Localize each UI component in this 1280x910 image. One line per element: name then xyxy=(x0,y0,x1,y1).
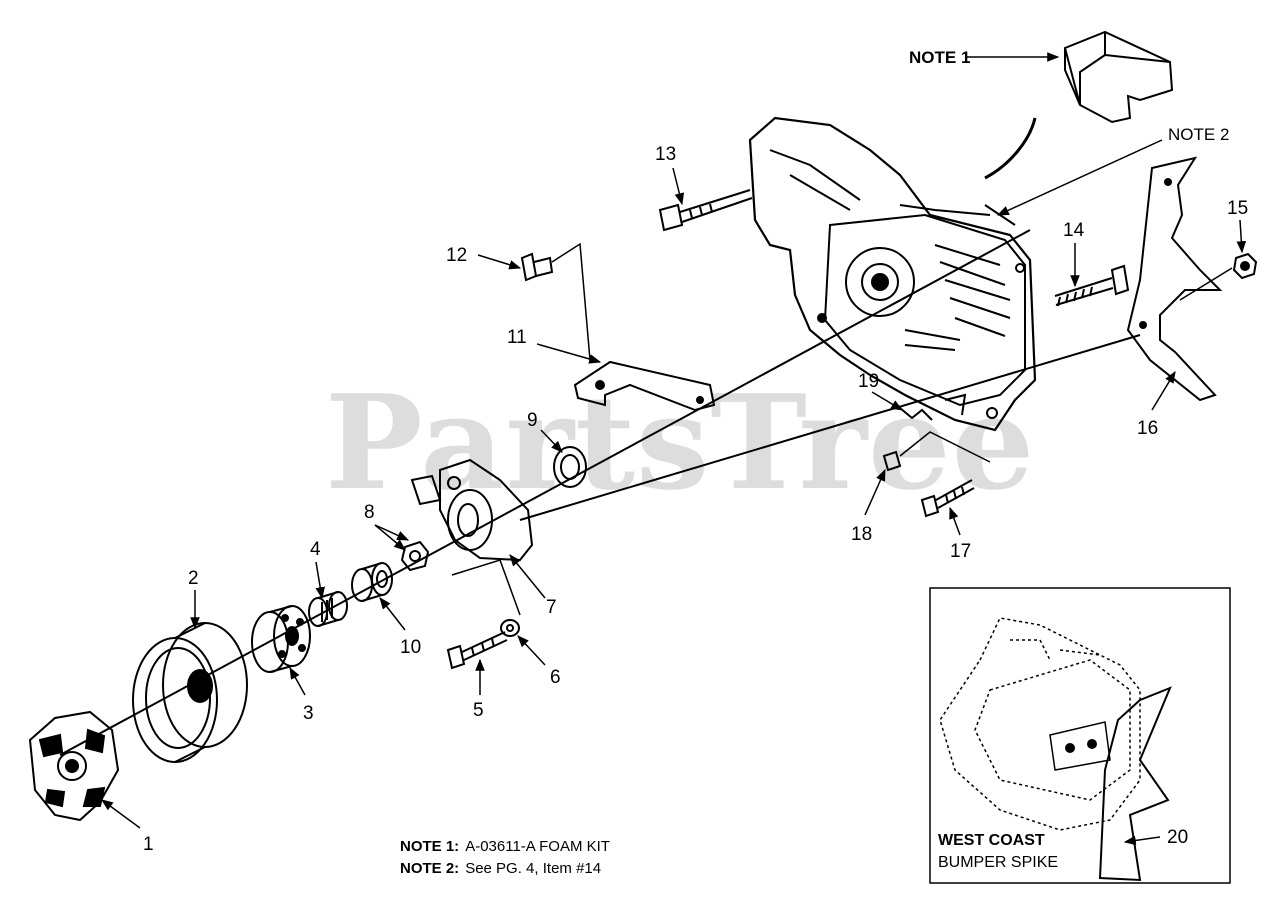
part3-arrow xyxy=(289,666,306,696)
spring-part-19 xyxy=(899,407,933,421)
note-2-line: NOTE 2: See PG. 4, Item #14 xyxy=(400,858,610,880)
part11-label: 11 xyxy=(507,327,527,348)
part9-label: 9 xyxy=(527,410,538,431)
part-7-leader-bracket xyxy=(451,559,521,616)
part16-arrow xyxy=(1151,370,1176,411)
part10-label: 10 xyxy=(400,637,421,658)
part4-arrow xyxy=(315,561,325,600)
part13-arrow xyxy=(672,167,685,206)
part17-label: 17 xyxy=(950,541,971,562)
screw-12-leader xyxy=(551,242,591,361)
part2-label: 2 xyxy=(188,568,199,589)
part8-label: 8 xyxy=(364,502,375,523)
inset-housing-drawing xyxy=(939,617,1141,831)
part8-arrow-a xyxy=(374,524,406,551)
part19-arrow xyxy=(871,391,904,411)
bushing-part-10 xyxy=(351,562,393,602)
part5-label: 5 xyxy=(473,700,484,721)
part15-arrow xyxy=(1236,219,1247,254)
part7-label: 7 xyxy=(546,597,557,618)
part3-label: 3 xyxy=(303,703,314,724)
part10-arrow xyxy=(379,597,406,631)
part7-arrow xyxy=(509,554,546,599)
note-1-line: NOTE 1: A-03611-A FOAM KIT xyxy=(400,836,610,858)
part18-label: 18 xyxy=(851,524,872,545)
note1-label: NOTE 1 xyxy=(909,48,970,67)
part17-arrow xyxy=(949,506,961,536)
part1-label: 1 xyxy=(143,834,154,855)
screw-part-12 xyxy=(520,252,554,282)
part4-label: 4 xyxy=(310,539,321,560)
note2-arrow xyxy=(996,139,1163,216)
sprocket-part-3 xyxy=(251,605,311,673)
part6-arrow xyxy=(517,635,546,666)
note2-label: NOTE 2 xyxy=(1168,125,1229,144)
part6-label: 6 xyxy=(550,667,561,688)
ring-part-9 xyxy=(553,446,587,488)
part13-label: 13 xyxy=(655,144,676,165)
part14-label: 14 xyxy=(1063,220,1085,241)
note-1-text: A-03611-A FOAM KIT xyxy=(465,838,610,855)
inset-hole-a xyxy=(1065,743,1075,753)
part15-label: 15 xyxy=(1227,198,1248,219)
lower-axis-line xyxy=(519,334,1141,521)
washer-part-6 xyxy=(500,619,520,637)
nut-part-15 xyxy=(1232,252,1258,280)
part12-arrow xyxy=(477,254,522,270)
inset-box xyxy=(929,587,1231,884)
part12-label: 12 xyxy=(446,245,467,266)
inset-bumper-spike xyxy=(1098,686,1172,882)
nut-15-leader xyxy=(1179,267,1233,301)
part16-label: 16 xyxy=(1137,418,1158,439)
fuel-tube xyxy=(984,117,1037,180)
part20-arrow xyxy=(1123,835,1161,846)
clutch-cover-housing xyxy=(748,116,1037,432)
note-1-label: NOTE 1: xyxy=(400,838,460,855)
parts-17-18-leader xyxy=(899,431,991,463)
inset-caption-line2: BUMPER SPIKE xyxy=(938,854,1059,871)
part11-arrow xyxy=(536,343,602,364)
notes-block: NOTE 1: A-03611-A FOAM KIT NOTE 2: See PG.… xyxy=(400,836,610,880)
inset-hole-b xyxy=(1087,739,1097,749)
screw-part-13 xyxy=(658,189,753,232)
assembly-axis-line xyxy=(59,229,1031,756)
part18-arrow xyxy=(864,468,886,516)
part20-label: 20 xyxy=(1167,827,1188,848)
part9-arrow xyxy=(540,429,563,453)
clutch-part-1 xyxy=(28,710,120,822)
inset-caption: WEST COAST BUMPER SPIKE xyxy=(938,830,1058,874)
drum-part-2 xyxy=(132,622,248,763)
foam-kit-block xyxy=(1063,30,1174,124)
inset-caption-line1: WEST COAST xyxy=(938,832,1045,849)
bolt-part-14 xyxy=(1054,264,1130,307)
bolt-part-5 xyxy=(446,631,508,670)
bracket-part-11 xyxy=(573,360,716,412)
part1-arrow xyxy=(101,799,141,829)
part8-arrow-b xyxy=(374,524,410,541)
bumper-spike-part xyxy=(1126,156,1223,402)
guide-part-7 xyxy=(410,458,534,562)
part19-label: 19 xyxy=(858,371,879,392)
nut-part-8 xyxy=(400,540,430,572)
screw-part-18 xyxy=(882,450,902,472)
note-2-label: NOTE 2: xyxy=(400,860,460,877)
note-2-text: See PG. 4, Item #14 xyxy=(465,860,602,877)
bolt-part-17 xyxy=(920,479,975,518)
bearing-part-4 xyxy=(308,591,348,627)
